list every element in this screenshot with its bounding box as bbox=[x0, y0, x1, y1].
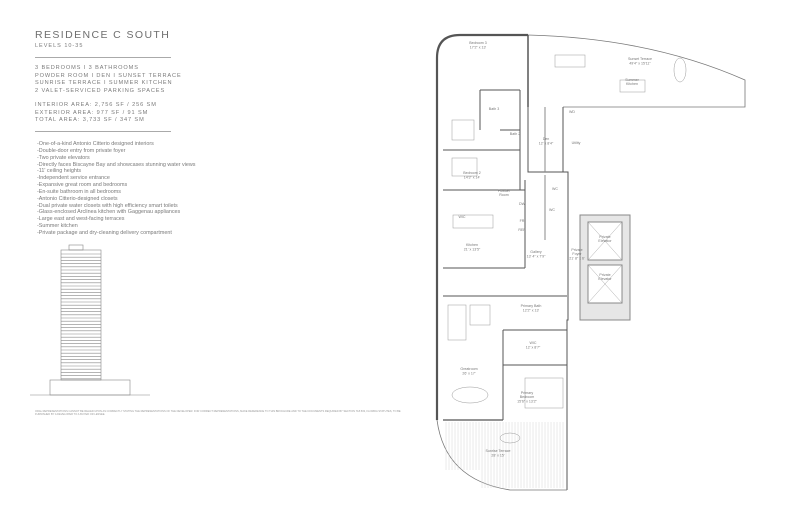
room-label-private-foyer: Private bbox=[571, 248, 582, 252]
room-label-kitchen-wic: WIC bbox=[459, 215, 466, 219]
room-label-primary-bedroom: Primary bbox=[521, 391, 534, 395]
feature-item: -Independent service entrance bbox=[37, 175, 110, 182]
room-label-wc: WC bbox=[552, 187, 558, 191]
interior-area: INTERIOR AREA: 2,756 SF / 256 SM bbox=[35, 102, 157, 108]
room-label-bath-2: Bath 2 bbox=[510, 132, 520, 136]
feature-item: -Summer kitchen bbox=[37, 223, 78, 230]
room-label-summer-kitchen: Summer bbox=[625, 78, 639, 82]
feature-item: -Dual private water closets with high ef… bbox=[37, 202, 178, 209]
coffee-table bbox=[469, 304, 491, 326]
feature-item: -Directly faces Biscayne Bay and showcas… bbox=[37, 161, 196, 168]
room-dim-sunrise-terrace: 28' x 15' bbox=[491, 454, 504, 458]
room-dim-primary-bedroom: 15'6" x 13'2" bbox=[517, 400, 537, 404]
summer-kitchen-counter bbox=[619, 79, 646, 93]
feature-item: -Two private elevators bbox=[37, 154, 90, 161]
primary-bed bbox=[524, 377, 564, 409]
room-dim-sunset-terrace: 49'4" x 15'11" bbox=[629, 62, 651, 66]
room-label-kitchen: Kitchen bbox=[466, 243, 478, 247]
feature-item: -One-of-a-kind Antonio Citterio designed… bbox=[37, 141, 154, 147]
room-label-private-elevator-2: Elevator bbox=[598, 277, 612, 281]
room-label-utility: Utility bbox=[572, 141, 581, 145]
room-label-primary-bath: Primary Bath bbox=[521, 304, 542, 308]
room-dim-gallery: 13' 4" x 7'9" bbox=[527, 255, 546, 259]
room-summary: 3 BEDROOMS I 3 BATHROOMS POWDER ROOM I D… bbox=[35, 65, 182, 95]
divider bbox=[35, 57, 171, 58]
plan-walls bbox=[435, 33, 746, 491]
room-dim-wic: 12' x 8'7" bbox=[526, 346, 541, 350]
room-dim-den: 12' x 8'4" bbox=[539, 142, 554, 146]
feature-item: -Antonio Citterio-designed closets bbox=[37, 195, 118, 202]
levels-label: LEVELS 10-35 bbox=[35, 43, 84, 49]
room-label-gallery: Gallery bbox=[530, 250, 542, 254]
bedroom2-bed bbox=[451, 157, 478, 177]
appliance-label-dw: DW bbox=[519, 202, 526, 206]
dining-table-greatroom bbox=[451, 386, 489, 404]
feature-item: -11' ceiling heights bbox=[37, 168, 82, 175]
room-labels: Bedroom 3 17'2" x 13' Sunset Terrace 49'… bbox=[459, 41, 653, 458]
room-label-wd: WD bbox=[569, 110, 575, 114]
room-label-private-elevator: Private bbox=[599, 235, 610, 239]
room-label-powder-room-2: Room bbox=[499, 193, 509, 197]
room-label-private-elevator-2: Elevator bbox=[598, 239, 612, 243]
room-dim-kitchen: 21' x 13'5" bbox=[464, 248, 481, 252]
room-label-sunrise-terrace: Sunrise Terrace bbox=[485, 449, 510, 453]
room-label-summer-kitchen-2: Kitchen bbox=[626, 82, 638, 86]
room-dim-primary-bath: 12'2" x 13' bbox=[523, 309, 540, 313]
disclaimer-text: ORAL REPRESENTATIONS CANNOT BE RELIED UP… bbox=[35, 410, 401, 417]
feature-item: -Glass-enclosed Arclinea kitchen with Ga… bbox=[37, 209, 181, 216]
page-title: RESIDENCE C SOUTH bbox=[35, 29, 171, 41]
spec-line: SUNRISE TERRACE I SUMMER KITCHEN bbox=[35, 80, 173, 87]
room-label-bedroom-3: Bedroom 3 bbox=[469, 41, 487, 45]
feature-item: -Private package and dry-cleaning delive… bbox=[37, 229, 172, 236]
room-label-sunset-terrace: Sunset Terrace bbox=[628, 57, 652, 61]
total-area: TOTAL AREA: 3,733 SF / 347 SM bbox=[35, 117, 145, 124]
room-label-bath-3: Bath 3 bbox=[489, 107, 499, 111]
room-label-powder-room: Powder bbox=[498, 189, 511, 193]
room-dim-bedroom-3: 17'2" x 13' bbox=[470, 46, 487, 50]
spec-line: 2 VALET-SERVICED PARKING SPACES bbox=[35, 87, 166, 94]
furniture bbox=[447, 54, 687, 444]
room-label-wc: WC bbox=[549, 208, 555, 212]
room-label-private-elevator: Private bbox=[599, 273, 610, 277]
room-dim-bedroom-2: 14'3" x 14' bbox=[464, 176, 481, 180]
room-dim-private-foyer: 21' 8" x 6' bbox=[569, 257, 585, 261]
room-label-den: Den bbox=[543, 137, 550, 141]
room-label-private-foyer-2: Foyer bbox=[572, 252, 582, 256]
exterior-area: EXTERIOR AREA: 977 SF / 91 SM bbox=[35, 109, 149, 116]
building-tower-illustration bbox=[30, 244, 150, 396]
kitchen-island bbox=[452, 214, 494, 229]
spec-line: POWDER ROOM I DEN I SUNSET TERRACE bbox=[35, 72, 182, 79]
bedroom3-bed bbox=[451, 119, 475, 141]
area-summary: INTERIOR AREA: 2,756 SF / 256 SM EXTERIO… bbox=[35, 102, 157, 125]
room-label-greatroom: Greatroom bbox=[460, 367, 477, 371]
dining-table bbox=[554, 54, 586, 68]
legal-disclaimer: ORAL REPRESENTATIONS CANNOT BE RELIED UP… bbox=[35, 410, 405, 419]
room-label-bedroom-2: Bedroom 2 bbox=[463, 171, 481, 175]
feature-list: -One-of-a-kind Antonio Citterio designed… bbox=[37, 141, 196, 237]
room-label-primary-bedroom-2: Bedroom bbox=[520, 395, 535, 399]
spec-line: 3 BEDROOMS I 3 BATHROOMS bbox=[35, 65, 139, 71]
sofa bbox=[447, 304, 467, 341]
room-dim-greatroom: 26' x 17' bbox=[462, 372, 475, 376]
feature-item: -Double-door entry from private foyer bbox=[37, 147, 126, 154]
divider bbox=[35, 131, 171, 132]
feature-item: -En-suite bathroom in all bedrooms bbox=[37, 188, 121, 195]
appliance-label-fr: FR bbox=[520, 219, 525, 223]
appliance-label-ref: REF bbox=[518, 228, 526, 232]
feature-item: -Expansive great room and bedrooms bbox=[37, 182, 128, 189]
room-label-wic: WIC bbox=[530, 341, 537, 345]
feature-item: -Large east and west-facing terraces bbox=[37, 216, 125, 223]
